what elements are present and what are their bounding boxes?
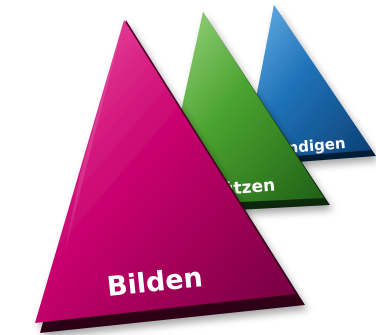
triangle-diagram: ndigen ützen Bilden [0,0,376,335]
